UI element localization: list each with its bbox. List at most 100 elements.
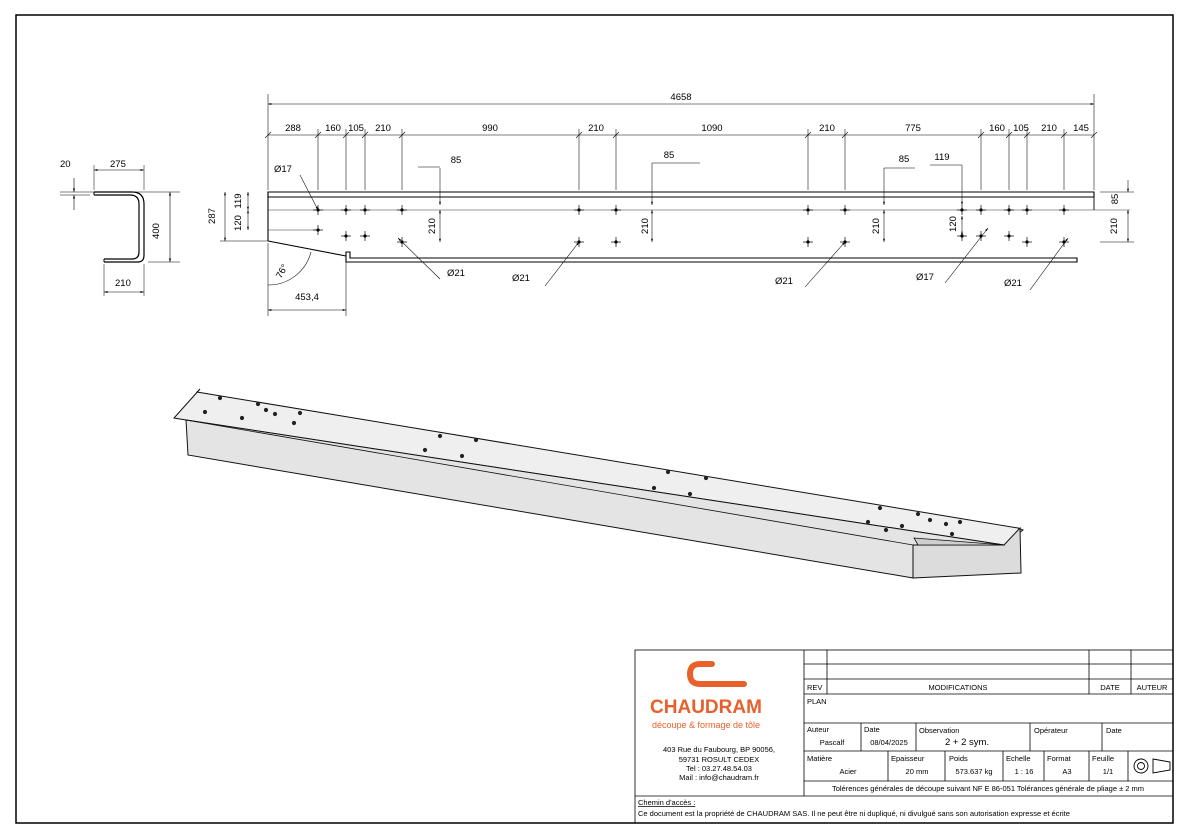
dim-tick [1023,131,1031,139]
iso-hole [949,531,955,537]
iso-hole [665,469,671,475]
dim-left-height: 287 [207,208,218,224]
dim-offset-1: 85 [451,155,462,166]
iso-hole [422,447,428,453]
address-line-2: 59731 ROSULT CEDEX [679,755,760,764]
material-label: Matière [807,754,832,763]
iso-hole [291,420,297,426]
operator-label: Opérateur [1034,726,1068,735]
dim-tick [977,131,985,139]
access-path-label: Chemin d'accès : [638,798,695,807]
sheet-label: Feuille [1092,754,1114,763]
dim-offset-5: 85 [1110,194,1121,205]
material-value: Acier [839,767,857,776]
diameter-leader [299,174,319,211]
copyright-text: Ce document est la propriété de CHAUDRAM… [638,809,1070,818]
cross-section-view [60,165,180,296]
address-line-4: Mail : info@chaudram.fr [679,773,759,782]
dim-seg-8: 210 [819,123,835,134]
author-label: Auteur [807,725,830,734]
dim-seg-12: 210 [1041,123,1057,134]
dim-tick [575,131,583,139]
projection-symbol-icon [1133,758,1171,774]
hole-marker [1007,234,1011,238]
hole-marker [344,234,348,238]
dim-tick [612,131,620,139]
hole-marker [363,208,367,212]
hole-marker [363,234,367,238]
dim-tick [804,131,812,139]
section-dim-top-flange: 275 [110,159,126,170]
dim-seg-10: 160 [989,123,1005,134]
dim-angle: 76° [274,262,291,280]
hole-markers [313,205,1069,247]
dim-seg-4: 210 [375,123,391,134]
hole-marker [400,208,404,212]
dim-offset-4: 119 [934,152,949,163]
hole-marker [577,208,581,212]
iso-hole [957,519,963,525]
segment-labels: 288 160 105 210 990 210 1090 210 775 160… [285,123,1089,134]
iso-hole [883,527,889,533]
dim-tick [361,131,369,139]
dim-seg-1: 288 [285,123,301,134]
rev-label: REV [807,683,822,692]
dim-offset-3: 85 [899,154,910,165]
weight-label: Poids [949,754,968,763]
section-dim-height: 400 [151,223,162,239]
sheet-value: 1/1 [1103,767,1113,776]
hole-marker [614,240,618,244]
dim-seg-11: 105 [1013,123,1029,134]
hole-marker [344,208,348,212]
company-tagline: découpe & formage de tôle [652,720,760,730]
hole-marker [1062,208,1066,212]
iso-hole [217,395,223,401]
dim-tick [841,131,849,139]
section-dim-thickness: 20 [60,159,71,170]
dim-tick [314,131,322,139]
modifications-label: MODIFICATIONS [928,683,987,692]
dim-tick [398,131,406,139]
iso-hole [651,485,657,491]
thickness-value: 20 mm [906,767,929,776]
dim-spacing-1: 210 [427,218,438,234]
dim-diameter-3: Ø21 [512,273,530,284]
dim-spacing-4: 210 [1109,218,1120,234]
dim-left-119: 119 [233,193,244,208]
dim-diameter-5: Ø17 [916,272,934,283]
diameter-leader [544,241,580,287]
iso-hole [687,491,693,497]
elevation-dimension-lines [220,94,1134,316]
hole-marker [614,208,618,212]
scale-value: 1 : 16 [1015,767,1034,776]
iso-hole [865,519,871,525]
observation-label: Observation [919,726,959,735]
diameter-leader [397,237,441,280]
chaudram-logo: CHAUDRAM découpe & formage de tôle [650,661,762,730]
dim-seg-7: 1090 [701,123,722,134]
isometric-holes [202,395,963,537]
iso-hole [202,409,208,415]
address-line-3: Tel : 03.27.48.54.03 [686,764,752,773]
iso-hole [459,453,465,459]
hole-marker [979,234,983,238]
section-dim-bottom-flange: 210 [115,278,131,289]
auteur-col-label: AUTEUR [1137,683,1168,692]
dim-tick [1090,131,1098,139]
date-value: 08/04/2025 [870,738,908,747]
dim-right-120: 120 [948,216,959,232]
diameter-leader [944,227,989,284]
iso-hole [297,410,303,416]
dim-tick [1005,131,1013,139]
iso-hole [703,475,709,481]
dim-seg-13: 145 [1073,123,1089,134]
dim-seg-6: 210 [588,123,604,134]
dim-overall-length: 4658 [670,92,691,103]
hole-marker [1025,208,1029,212]
dim-left-120: 120 [233,215,244,231]
angle-arc [267,251,312,286]
diameter-leader [1029,237,1069,291]
date2-label: Date [1106,726,1122,735]
iso-hole [943,521,949,527]
